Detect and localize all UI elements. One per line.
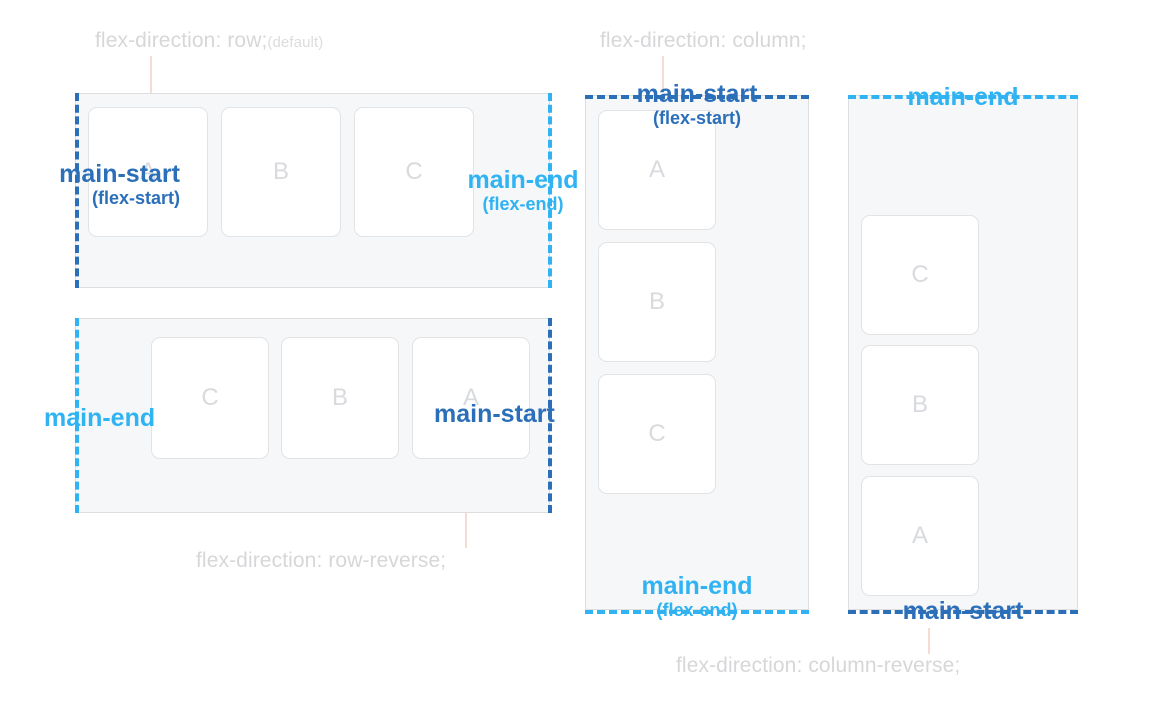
main-end-label-column-reverse-main: main-end	[907, 83, 1019, 111]
flex-item-row-reverse-2: A	[412, 337, 530, 459]
main-start-edge-column-reverse	[848, 610, 1078, 614]
main-start-edge-column	[585, 95, 809, 99]
main-start-label-row-reverse: main-start	[434, 400, 555, 428]
main-start-label-row-main: main-start	[59, 160, 180, 188]
caption-row-reverse: flex-direction: row-reverse;	[196, 549, 446, 573]
main-end-edge-column-reverse	[848, 95, 1078, 99]
main-end-edge-row-reverse	[75, 318, 79, 513]
main-end-label-row-reverse-main: main-end	[44, 404, 156, 432]
connector-column-reverse	[928, 628, 930, 654]
flex-item-row-1: B	[221, 107, 341, 237]
caption-column-reverse: flex-direction: column-reverse;	[676, 654, 960, 678]
main-end-label-column-reverse: main-end	[848, 83, 1078, 111]
connector-row	[150, 56, 152, 94]
main-end-label-column-paren: (flex-end)	[656, 600, 738, 620]
flex-item-column-2: C	[598, 374, 716, 494]
caption-row-text: flex-direction: row;	[95, 29, 268, 52]
main-end-edge-row	[548, 93, 552, 288]
caption-row-reverse-text: flex-direction: row-reverse;	[196, 549, 447, 572]
main-start-label-row: main-start (flex-start)	[0, 160, 180, 208]
flex-item-column-reverse-1: B	[861, 345, 979, 465]
main-start-edge-row-reverse	[548, 318, 552, 513]
main-end-label-row-reverse: main-end	[44, 404, 155, 432]
flex-item-row-reverse-1: B	[281, 337, 399, 459]
flex-item-column-reverse-2: A	[861, 476, 979, 596]
flex-item-row-0: A	[88, 107, 208, 237]
flex-item-row-2: C	[354, 107, 474, 237]
caption-row: flex-direction: row;(default)	[95, 29, 323, 53]
flex-item-row-reverse-0: C	[151, 337, 269, 459]
main-end-label-row: main-end (flex-end)	[458, 166, 588, 214]
main-start-label-column-paren: (flex-start)	[652, 108, 741, 128]
main-start-label-column-reverse-main: main-start	[902, 597, 1024, 625]
flex-item-column-1: B	[598, 242, 716, 362]
caption-row-note: (default)	[267, 34, 324, 51]
main-end-edge-column	[585, 610, 809, 614]
main-end-label-row-paren: (flex-end)	[482, 194, 564, 214]
main-end-label-row-main: main-end	[467, 166, 579, 194]
main-start-label-column-main: main-start	[636, 80, 758, 108]
caption-column: flex-direction: column;	[600, 29, 807, 53]
main-start-edge-row	[75, 93, 79, 288]
main-start-label-column: main-start (flex-start)	[585, 80, 809, 128]
main-start-label-column-reverse: main-start	[848, 597, 1078, 625]
connector-row-reverse	[465, 513, 467, 548]
flex-item-column-0: A	[598, 110, 716, 230]
flex-item-column-reverse-0: C	[861, 215, 979, 335]
main-end-label-column: main-end (flex-end)	[585, 572, 809, 620]
caption-column-text: flex-direction: column;	[600, 29, 807, 52]
main-start-label-row-paren: (flex-start)	[91, 188, 180, 208]
main-start-label-row-reverse-main: main-start	[434, 400, 555, 428]
caption-column-reverse-text: flex-direction: column-reverse;	[676, 654, 961, 677]
connector-column	[662, 56, 664, 90]
main-end-label-column-main: main-end	[641, 572, 753, 600]
